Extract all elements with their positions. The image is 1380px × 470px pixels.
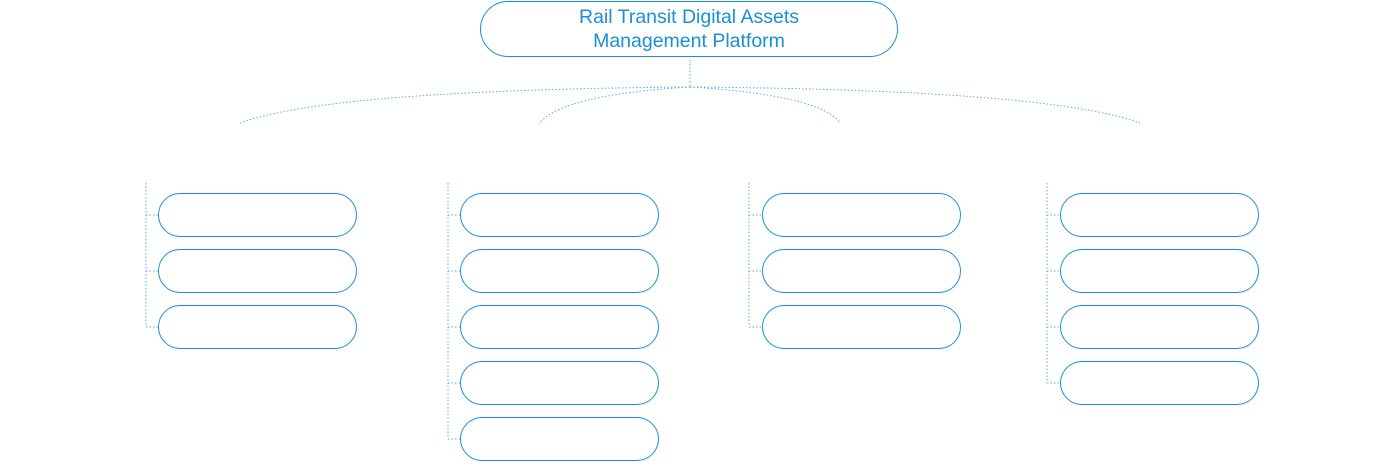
root-title-line-2: Management Platform xyxy=(593,30,785,52)
arc-to-branch-3 xyxy=(689,86,841,124)
branch-3-node-1 xyxy=(762,193,961,237)
branch-4-node-1 xyxy=(1060,193,1259,237)
branch-2-node-5 xyxy=(460,417,659,461)
branch-4-node-4 xyxy=(1060,361,1259,405)
arc-to-branch-1 xyxy=(239,86,691,124)
branch-3-node-3 xyxy=(762,305,961,349)
branch-1-node-2 xyxy=(158,249,357,293)
branch-2-node-1 xyxy=(460,193,659,237)
branch-2-node-3 xyxy=(460,305,659,349)
branch-1-node-3 xyxy=(158,305,357,349)
arc-to-branch-4 xyxy=(689,86,1141,124)
arc-to-branch-2 xyxy=(538,86,691,125)
branch-4-node-2 xyxy=(1060,249,1259,293)
branch-2-node-2 xyxy=(460,249,659,293)
root-title-line-1: Rail Transit Digital Assets xyxy=(579,6,799,28)
branch-1-node-1 xyxy=(158,193,357,237)
branch-3-node-2 xyxy=(762,249,961,293)
root-node-platform: Rail Transit Digital Assets Management P… xyxy=(480,1,898,57)
branch-2-node-4 xyxy=(460,361,659,405)
branch-4-node-3 xyxy=(1060,305,1259,349)
